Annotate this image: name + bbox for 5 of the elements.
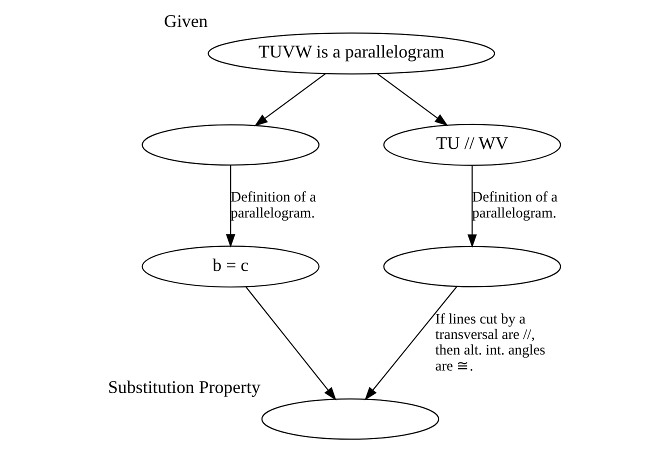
- node-label: Substitution Property: [108, 377, 260, 398]
- edge-label: If lines cut by a transversal are //, then alt. int. angles are ≅.: [435, 311, 546, 374]
- edge-label: Definition of a parallelogram.: [230, 190, 316, 222]
- node-label: Given: [164, 11, 208, 32]
- edge-label: Definition of a parallelogram.: [472, 190, 558, 222]
